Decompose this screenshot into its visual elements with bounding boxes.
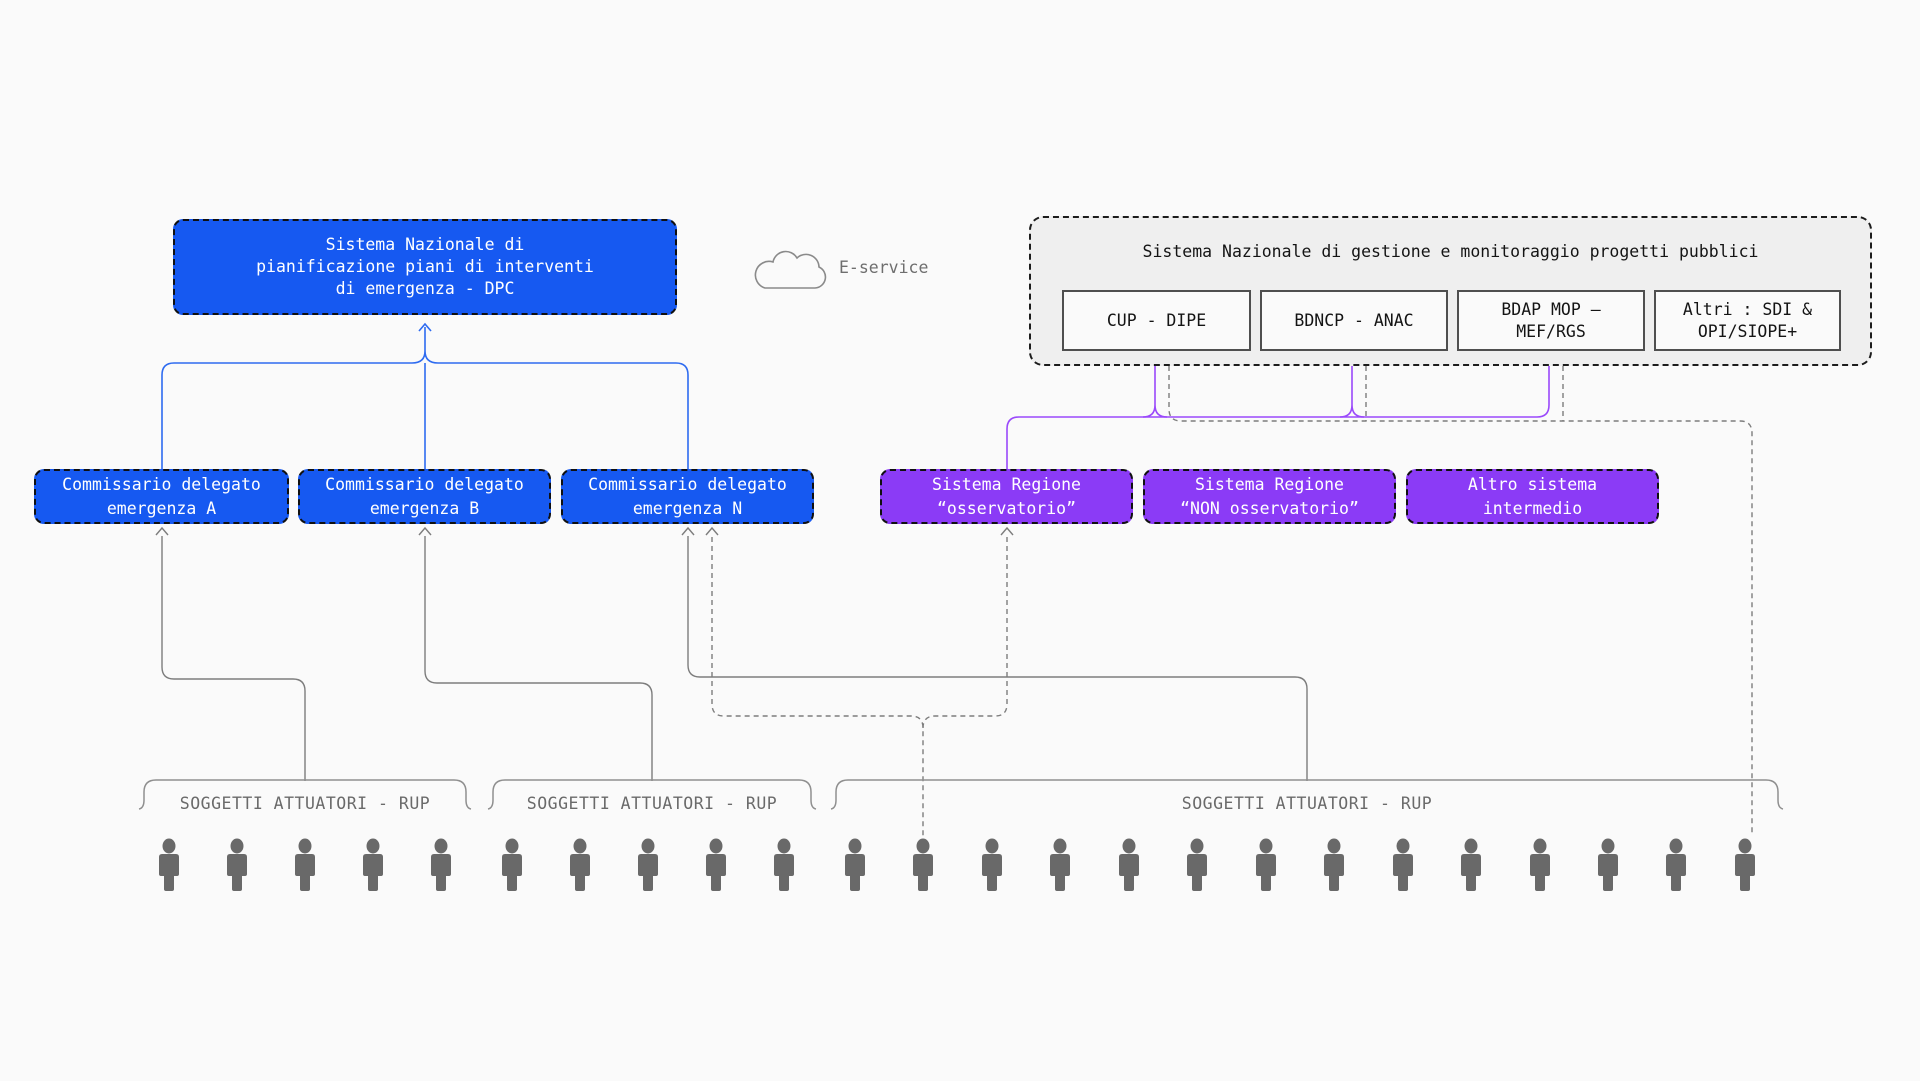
national-monitoring-box: Sistema Nazionale di gestione e monitora… — [1029, 216, 1872, 366]
altro-sistema-intermedio-box: Altro sistema intermedio — [1406, 469, 1659, 524]
system-bdncp-anac: BDNCP - ANAC — [1260, 290, 1448, 351]
arrowhead-gray-b — [418, 526, 432, 536]
gray-dashed-connectors — [711, 357, 1753, 836]
person-icon — [638, 838, 658, 891]
system-altri-sdi: Altri : SDI & OPI/SIOPE+ — [1654, 290, 1841, 351]
group-label: SOGGETTI ATTUATORI - RUP — [526, 794, 778, 813]
system-cup-dipe: CUP - DIPE — [1062, 290, 1251, 351]
blue-connector-tree — [161, 322, 689, 469]
dpc-system-box: Sistema Nazionale di pianificazione pian… — [173, 219, 677, 315]
soggetti-attuatori-group-3: SOGGETTI ATTUATORI - RUP — [830, 774, 1784, 910]
system-bdap-mop: BDAP MOP – MEF/RGS — [1457, 290, 1645, 351]
soggetti-attuatori-group-2: SOGGETTI ATTUATORI - RUP — [487, 774, 817, 910]
person-icon — [774, 838, 794, 891]
gray-solid-connectors — [155, 526, 1308, 781]
eservice-label: E-service — [839, 258, 929, 277]
person-icon — [1529, 838, 1550, 891]
commissario-a-box: Commissario delegato emergenza A — [34, 469, 289, 524]
purple-connectors — [1006, 350, 1556, 469]
person-icon — [981, 838, 1002, 891]
person-icon — [1392, 838, 1413, 891]
national-monitoring-title: Sistema Nazionale di gestione e monitora… — [1142, 242, 1759, 261]
person-icon — [1461, 838, 1482, 891]
dpc-system-label: Sistema Nazionale di pianificazione pian… — [256, 235, 594, 298]
person-icon — [706, 838, 726, 891]
persons-row — [830, 838, 1784, 892]
person-icon — [431, 838, 451, 891]
arrowhead-blue-dpc — [418, 322, 432, 332]
person-icon — [227, 838, 247, 891]
person-icon — [913, 838, 934, 891]
commissario-n-box: Commissario delegato emergenza N — [561, 469, 814, 524]
bracket-shape — [830, 779, 1784, 810]
cloud-icon — [754, 250, 827, 289]
arrowhead-gray-n — [681, 526, 695, 536]
person-icon — [1050, 838, 1071, 891]
person-icon — [570, 838, 590, 891]
group-label: SOGGETTI ATTUATORI - RUP — [179, 794, 431, 813]
person-icon — [159, 838, 179, 891]
arrowhead-gray-a — [155, 526, 169, 536]
persons-row — [487, 838, 817, 892]
regione-osservatorio-box: Sistema Regione “osservatorio” — [880, 469, 1133, 524]
bracket-shape — [138, 779, 472, 810]
commissario-b-box: Commissario delegato emergenza B — [298, 469, 551, 524]
person-icon — [1734, 838, 1755, 891]
persons-row — [138, 838, 472, 892]
person-icon — [502, 838, 522, 891]
person-icon — [363, 838, 383, 891]
person-icon — [1118, 838, 1139, 891]
person-icon — [1324, 838, 1345, 891]
person-icon — [295, 838, 315, 891]
group-label: SOGGETTI ATTUATORI - RUP — [1181, 794, 1433, 813]
person-icon — [1597, 838, 1618, 891]
person-icon — [1255, 838, 1276, 891]
soggetti-attuatori-group-1: SOGGETTI ATTUATORI - RUP — [138, 774, 472, 910]
bracket-shape — [487, 779, 817, 810]
person-icon — [1666, 838, 1687, 891]
regione-non-osservatorio-box: Sistema Regione “NON osservatorio” — [1143, 469, 1396, 524]
person-icon — [1187, 838, 1208, 891]
person-icon — [845, 838, 865, 891]
